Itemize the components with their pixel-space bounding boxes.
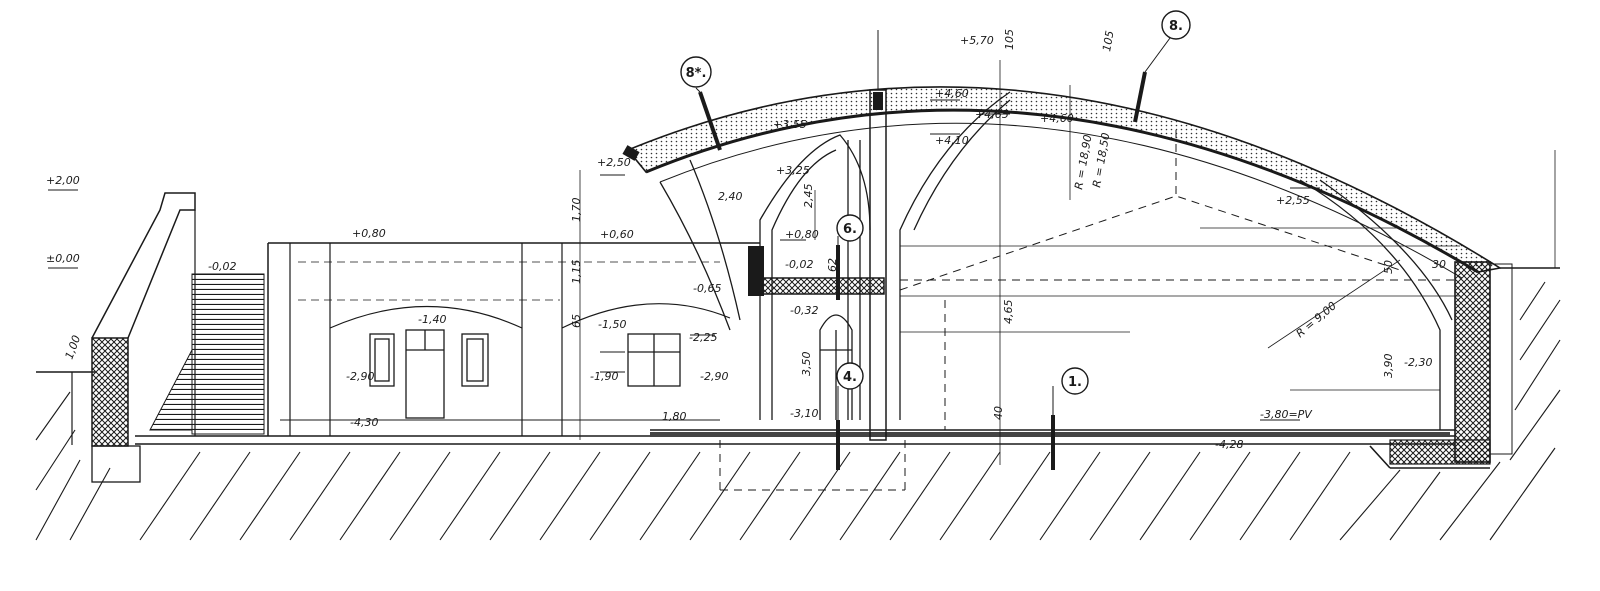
window-right xyxy=(461,333,489,387)
level-label: +0,60 xyxy=(600,228,634,241)
central-column xyxy=(869,30,887,441)
level-label: -4,30 xyxy=(350,416,378,429)
right-wall xyxy=(1389,261,1560,465)
dimension-label: 1,70 xyxy=(570,198,583,223)
level-label: +5,70 xyxy=(960,34,994,47)
dimension-label: 30 xyxy=(1432,258,1446,271)
dimension-label: 105 xyxy=(1003,29,1016,50)
dimension-label: R = 9,00 xyxy=(1294,299,1339,340)
floor-beam xyxy=(759,277,885,295)
left-retaining-wall xyxy=(71,192,196,483)
level-label: +4,10 xyxy=(935,134,969,147)
callout-4-label: 4. xyxy=(843,370,857,385)
construction-lines xyxy=(579,60,1556,465)
level-label: +2,55 xyxy=(1276,194,1310,207)
callout-4: 4. xyxy=(836,362,864,390)
section-markers xyxy=(698,71,1147,470)
level-label: ±0,00 xyxy=(46,252,80,265)
callout-6-label: 6. xyxy=(843,222,857,237)
level-label: +3,55 xyxy=(773,118,807,131)
staircase xyxy=(149,273,265,435)
callout-8-star: 8*. xyxy=(680,56,712,88)
level-label: -2,30 xyxy=(1404,356,1432,369)
dimension-label: 40 xyxy=(992,406,1005,420)
callout-1-label: 1. xyxy=(1068,375,1082,390)
callout-8-label: 8. xyxy=(1169,19,1183,34)
level-label: -2,25 xyxy=(689,331,717,344)
callout-8-star-label: 8*. xyxy=(686,66,707,81)
ground-hatching xyxy=(35,281,1561,541)
level-label: +4,60 xyxy=(935,87,969,100)
level-label: -2,90 xyxy=(346,370,374,383)
level-label: -0,32 xyxy=(790,304,818,317)
callout-6: 6. xyxy=(836,214,864,242)
dimension-label: 3,50 xyxy=(800,352,813,377)
dimension-label: 65 xyxy=(570,314,583,328)
windows-and-door xyxy=(369,314,853,420)
level-label: +0,80 xyxy=(785,228,819,241)
level-label: -3,80=PV xyxy=(1260,408,1313,421)
level-label: -1,50 xyxy=(598,318,626,331)
level-label: -3,10 xyxy=(790,407,818,420)
callout-8: 8. xyxy=(1161,10,1191,40)
dimension-label: 4,65 xyxy=(1002,300,1015,325)
level-label: +3,25 xyxy=(776,164,810,177)
level-label: +2,50 xyxy=(597,156,631,169)
level-label: -2,90 xyxy=(700,370,728,383)
level-label: +4,60 xyxy=(1040,112,1074,125)
level-marks xyxy=(48,99,1320,421)
arched-window xyxy=(819,314,853,420)
dimension-label: 2,40 xyxy=(718,190,743,203)
level-label: -1,90 xyxy=(590,370,618,383)
dimension-label: 3,90 xyxy=(1382,354,1395,379)
dimension-label: 105 xyxy=(1100,30,1116,53)
dimension-label: 2,45 xyxy=(802,184,815,209)
vault-ribs xyxy=(659,91,1453,430)
level-label: -0,65 xyxy=(693,282,721,295)
level-label: -4,28 xyxy=(1215,438,1243,451)
dimension-labels: 105 105 2,40 2,45 1,70 1,15 65 62 4,65 3… xyxy=(63,29,1446,423)
hidden-lines xyxy=(719,130,1460,491)
level-label: +4,65 xyxy=(975,108,1009,121)
dimension-label: 1,80 xyxy=(662,410,687,423)
left-building xyxy=(267,242,760,436)
level-label: +0,80 xyxy=(352,227,386,240)
dimension-label: 62 xyxy=(826,258,839,272)
level-labels: +5,70 +4,60 +4,65 +4,60 +4,10 +3,55 +3,2… xyxy=(46,34,1432,451)
beam-end-block xyxy=(748,246,764,296)
dimension-label: 1,15 xyxy=(570,260,583,285)
level-label: +2,00 xyxy=(46,174,80,187)
callout-leaders xyxy=(695,37,1171,420)
level-label: -0,02 xyxy=(785,258,813,271)
window-left xyxy=(369,333,395,387)
level-label: -1,40 xyxy=(418,313,446,326)
callout-1: 1. xyxy=(1061,367,1089,395)
floor-dark-strip xyxy=(650,432,1450,437)
dimension-label: 50 xyxy=(1382,260,1395,274)
dimension-label: 1,00 xyxy=(63,334,84,361)
level-label: -0,02 xyxy=(208,260,236,273)
